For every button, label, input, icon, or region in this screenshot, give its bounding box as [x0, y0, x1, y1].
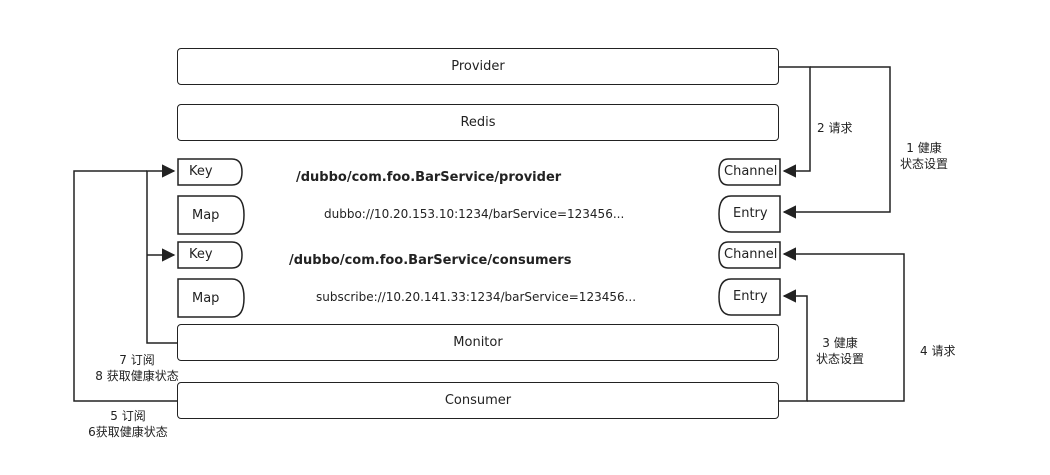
edge-step1-health	[782, 66, 891, 219]
key-provider-shape	[177, 158, 243, 186]
map-consumers-label: Map	[192, 291, 220, 306]
edge-step7-subscribe	[146, 164, 177, 344]
key-provider-label: Key	[189, 164, 213, 179]
label-step7-line2: 8 获取健康状态	[95, 369, 179, 383]
label-step3-line2: 状态设置	[815, 352, 864, 366]
label-step3: 3 健康 状态设置	[812, 335, 868, 367]
edge-step5-subscribe	[73, 170, 177, 402]
edge-step3-health	[779, 289, 808, 402]
channel-provider-shape	[718, 158, 781, 186]
entry-provider-label: Entry	[733, 206, 768, 221]
label-step1-line2: 状态设置	[899, 157, 948, 171]
label-step1: 1 健康 状态设置	[896, 140, 952, 172]
channel-provider-label: Channel	[724, 164, 778, 179]
label-step4: 4 请求	[920, 344, 956, 358]
entry-consumers-shape	[718, 278, 781, 316]
monitor-box: Monitor	[177, 324, 779, 361]
consumer-box: Consumer	[177, 382, 779, 419]
map-provider-label: Map	[192, 208, 220, 223]
label-step1-line1: 1 健康	[906, 141, 942, 155]
label-step5-line1: 5 订阅	[110, 409, 146, 423]
label-step3-line1: 3 健康	[822, 336, 858, 350]
consumers-url: subscribe://10.20.141.33:1234/barService…	[316, 290, 637, 304]
label-step2: 2 请求	[817, 121, 853, 135]
consumers-path: /dubbo/com.foo.BarService/consumers	[289, 253, 572, 268]
entry-consumers-label: Entry	[733, 289, 768, 304]
label-step5-line2: 6获取健康状态	[88, 425, 168, 439]
provider-url: dubbo://10.20.153.10:1234/barService=123…	[324, 207, 625, 221]
map-provider-shape	[177, 195, 245, 235]
key-consumers-label: Key	[189, 247, 213, 262]
edge-step2-request	[779, 66, 811, 178]
provider-box: Provider	[177, 48, 779, 85]
channel-consumers-label: Channel	[724, 247, 778, 262]
label-step7-line1: 7 订阅	[119, 353, 155, 367]
redis-box: Redis	[177, 104, 779, 141]
label-step7: 7 订阅 8 获取健康状态	[82, 352, 192, 384]
provider-path: /dubbo/com.foo.BarService/provider	[296, 170, 562, 185]
map-consumers-shape	[177, 278, 245, 318]
entry-provider-shape	[718, 195, 781, 233]
key-consumers-shape	[177, 241, 243, 269]
edge-step4-request	[782, 247, 905, 402]
channel-consumers-shape	[718, 241, 781, 269]
label-step5: 5 订阅 6获取健康状态	[78, 408, 178, 440]
